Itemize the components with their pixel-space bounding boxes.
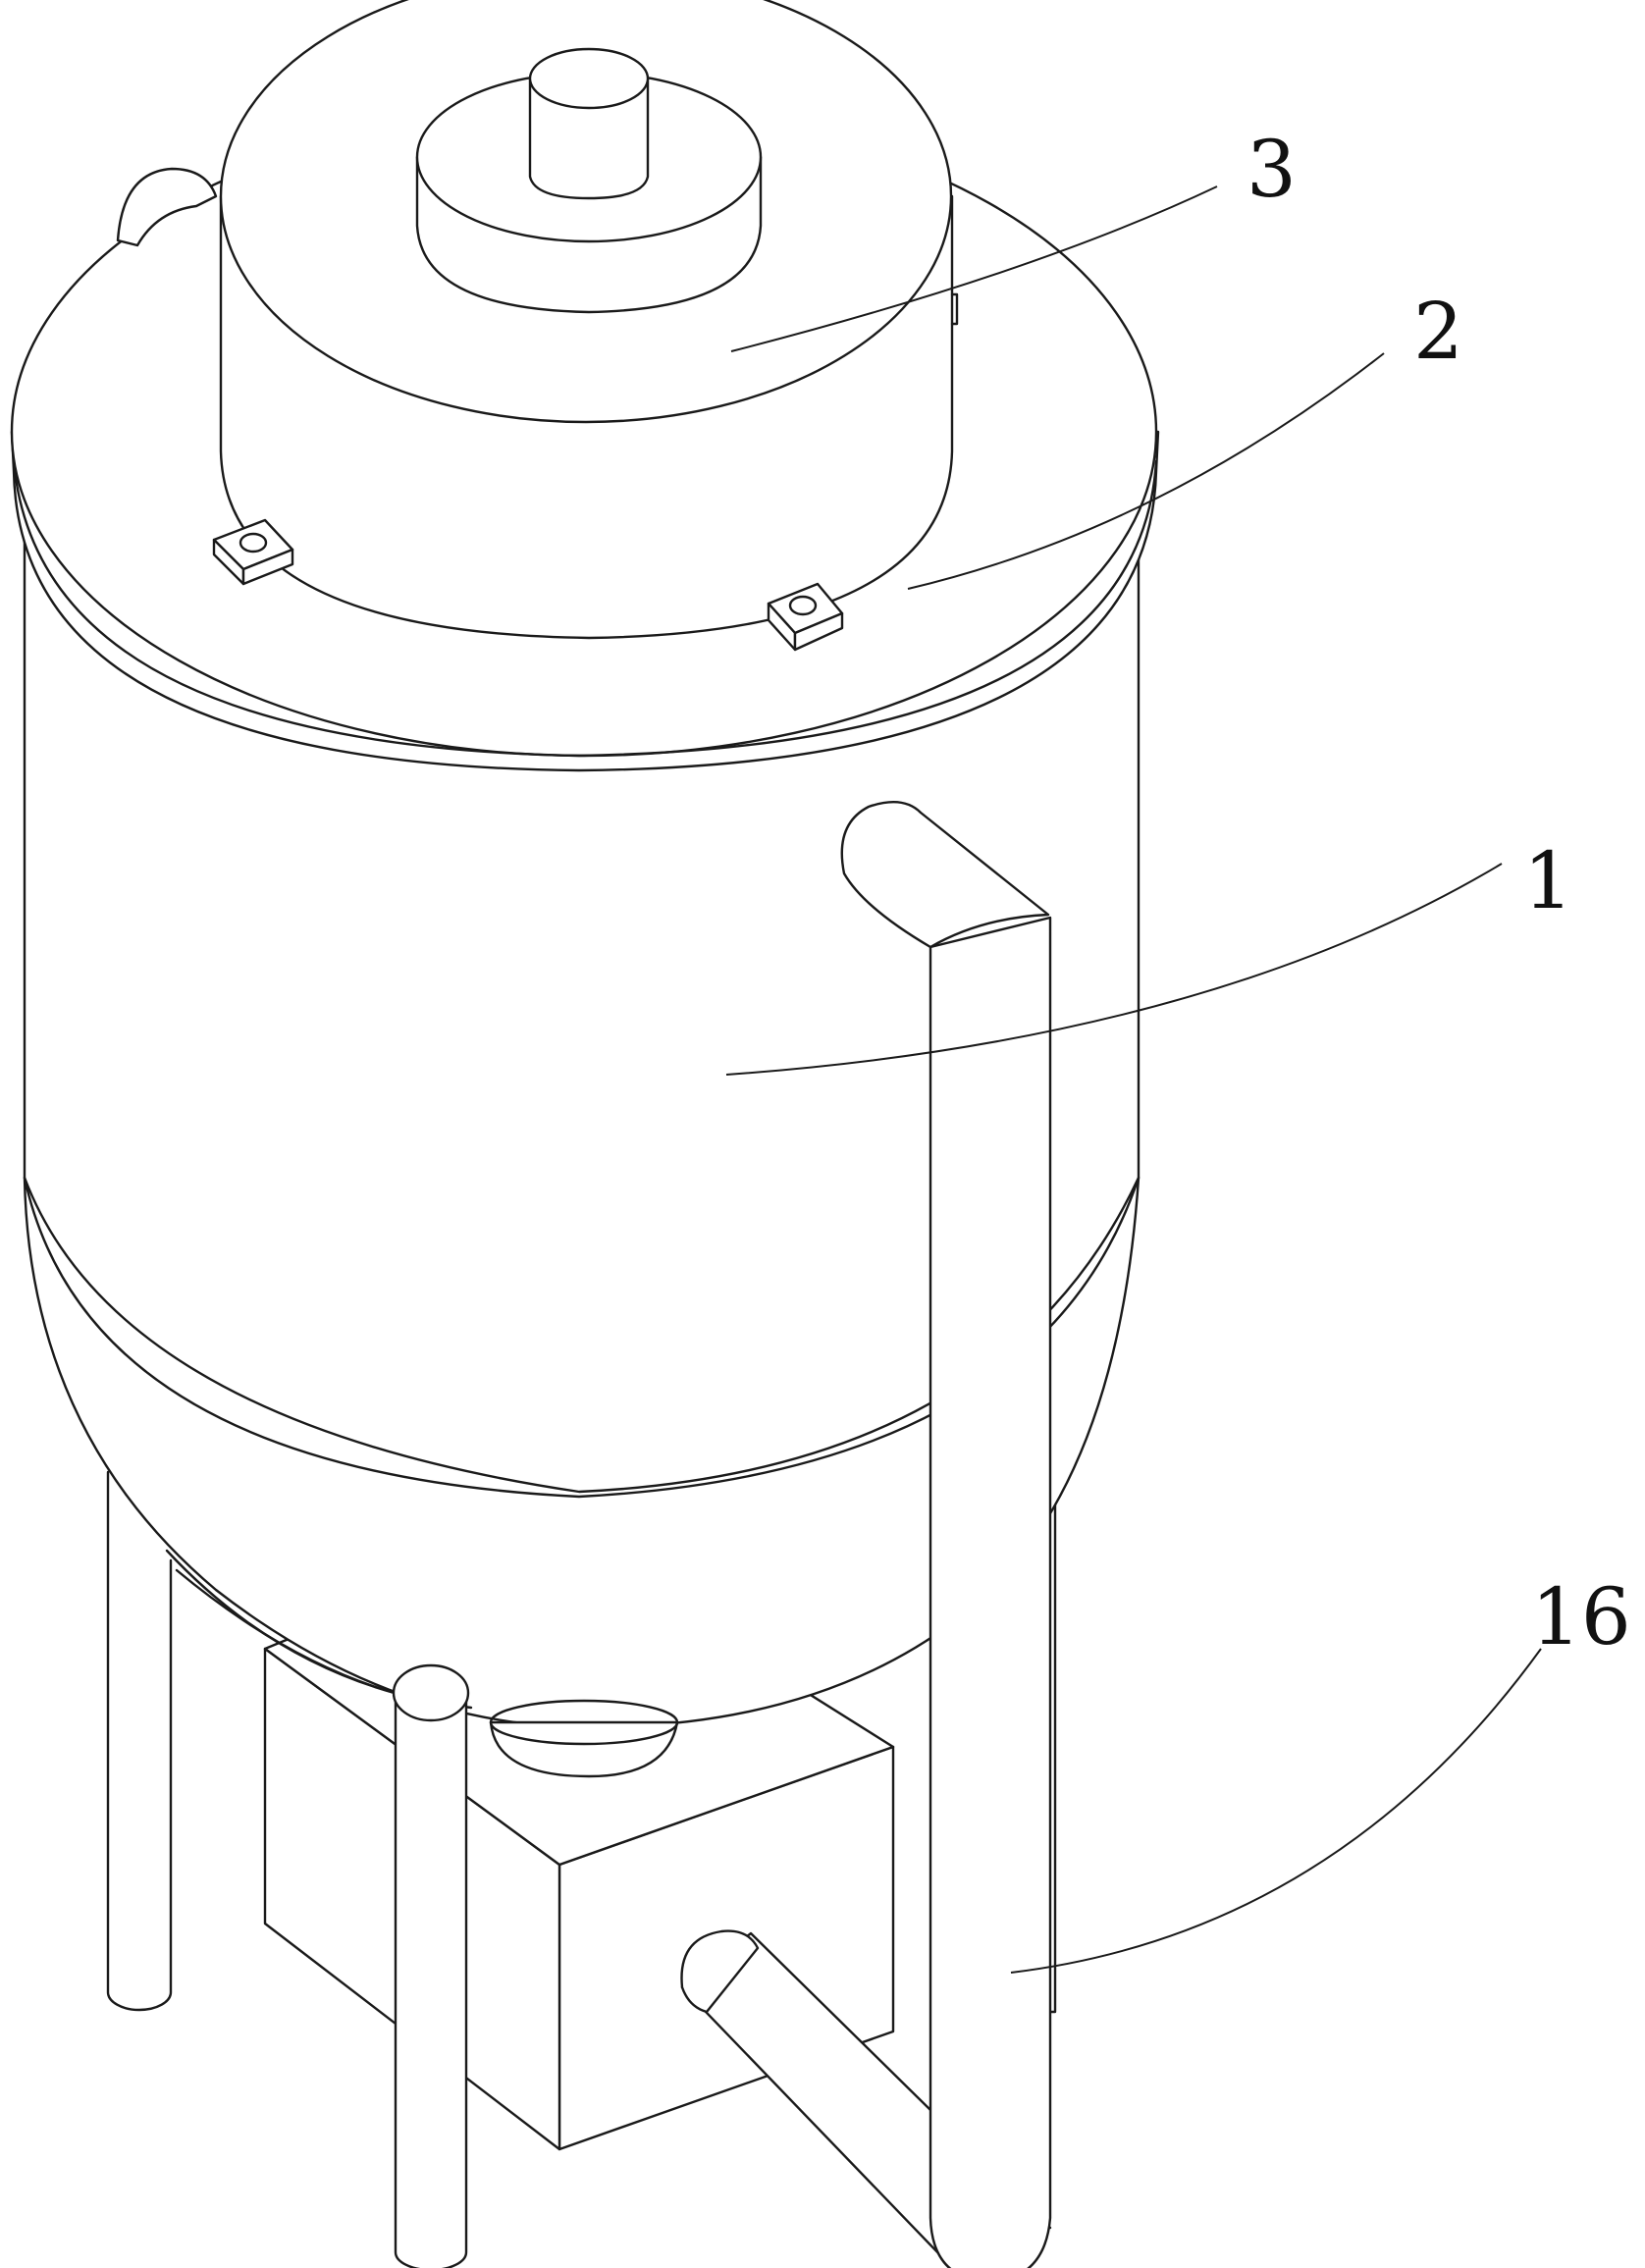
left-support-leg [106,1470,173,2012]
leader-lines [725,185,1542,1974]
callout-16: 16 [1531,1571,1631,1662]
drive-shaft [528,47,650,200]
leader-1 [725,863,1503,1076]
vertical-conveying-pipe [840,801,1052,2268]
leader-3 [730,185,1218,352]
housing-clamp-right [767,582,844,652]
front-support-leg [392,1663,470,2268]
motor-housing [219,0,959,640]
leader-2 [907,352,1385,590]
leader-16 [1010,1648,1542,1974]
callout-3: 3 [1247,124,1297,215]
callout-1: 1 [1523,835,1573,926]
bottom-outlet-nozzle [489,1699,679,1778]
lid-handle [116,167,218,247]
callout-2: 2 [1413,286,1463,377]
housing-clamp-left [212,518,294,586]
